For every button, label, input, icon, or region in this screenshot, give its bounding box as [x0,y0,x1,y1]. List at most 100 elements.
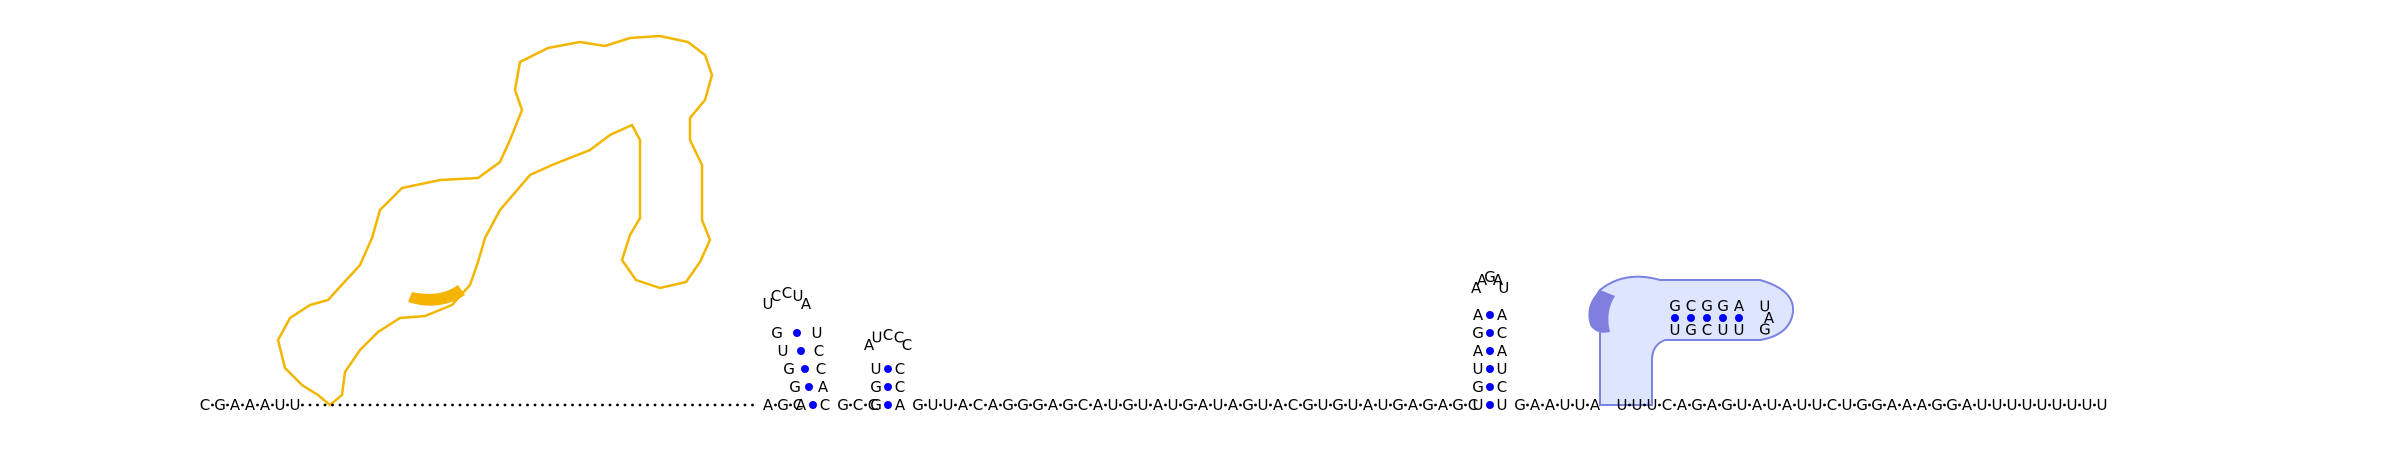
gap-dot [413,403,417,407]
helix-d-stem5: G [1717,297,1729,315]
gap-dot [421,403,424,407]
backbone-link [1526,403,1529,407]
backbone-link [226,403,229,407]
main-nucleotide: G [1182,396,1194,414]
backbone-link [1059,403,1062,407]
gap-dot [533,403,537,407]
hairpin-b-loop: A [864,336,875,354]
hairpin-a-stem5: U [778,342,789,360]
tail-nucleotide: U [2067,396,2078,414]
hairpin-c-loop: G [1484,268,1496,286]
base-pair-dot [1703,314,1711,322]
hairpin-b-stem3: A [895,396,906,414]
backbone-link [1209,403,1212,407]
backbone-link [1419,403,1422,407]
gap-dot [368,403,372,407]
gap-dot [668,403,672,407]
backbone-link [1284,403,1287,407]
hairpin-a-loop: U [793,287,804,305]
backbone-link [954,403,957,407]
base-pair-dot [884,401,892,409]
main-nucleotide: A [1363,396,1374,414]
hairpin-c-stem3: U [1497,360,1508,378]
tail-nucleotide: U [1797,396,1808,414]
tail-nucleotide: U [1737,396,1748,414]
tail-nucleotide: U [1767,396,1778,414]
tail-nucleotide: G [1871,396,1883,414]
backbone-link [211,403,214,407]
main-nucleotide: G [1452,396,1464,414]
gap-dot [346,403,349,407]
backbone-link [1571,403,1574,407]
backbone-layer [211,403,2096,407]
gap-dot [331,403,334,407]
backbone-link [1239,403,1242,407]
backbone-link [241,403,244,407]
main-nucleotide: G [1332,396,1344,414]
hairpin-a-stem3: C [820,396,830,414]
backbone-link [1119,403,1122,407]
tail-nucleotide: A [1962,396,1973,414]
backbone-link [1928,403,1931,407]
gap-dot [361,403,364,407]
gap-dot [376,403,379,407]
tail-nucleotide: U [2007,396,2018,414]
hairpin-b-loop: U [872,329,883,347]
backbone-link [864,403,867,407]
base-pair-dot [1486,365,1494,373]
prefix-nucleotide: A [245,396,256,414]
main-nucleotide: A [1273,396,1284,414]
prefix-nucleotide: G [214,396,226,414]
linker-nucleotide: G [777,396,789,414]
base-pair-dot [1486,401,1494,409]
backbone-link [1254,403,1257,407]
backbone-link [1329,403,1332,407]
gap-dot [496,403,499,407]
main-nucleotide: U [1168,396,1179,414]
base-pair-dot [1486,311,1494,319]
hairpin-a-loop: C [771,287,781,305]
tail-nucleotide: U [2037,396,2048,414]
gap-dot [406,403,409,407]
backbone-link [1913,403,1916,407]
gap-dot [473,403,477,407]
backbone-link [969,403,972,407]
backbone-link [1449,403,1452,407]
hairpin-a-stem5: G [771,324,783,342]
helix-d-loop: A [1764,309,1775,327]
backbone-link [1718,403,1721,407]
tail-nucleotide: G [1856,396,1868,414]
backbone-link [924,403,927,407]
backbone-link [1104,403,1107,407]
backbone-link [1748,403,1751,407]
gap-dot [308,403,312,407]
helix-d-stem3: G [1685,321,1697,339]
gap-dot [698,403,702,407]
tail-nucleotide: U [2052,396,2063,414]
tail-nucleotide: G [1721,396,1733,414]
tail-nucleotide: C [1827,396,1837,414]
backbone-link [1673,403,1676,407]
blue-domain-highlight [1591,275,1795,406]
hairpin-b-stem5: G [870,378,882,396]
backbone-link [1044,403,1047,407]
gap-dot [458,403,462,407]
hairpin-a-stem3: C [816,360,826,378]
gap-dot [653,403,657,407]
main-nucleotide: U [1258,396,1269,414]
hairpin-a-stem5: A [796,396,807,414]
helix-d-loop: U [1759,298,1770,316]
hairpin-c-stem5: U [1473,360,1484,378]
hairpin-a-loop: U [762,295,773,313]
main-nucleotide: A [988,396,999,414]
base-pair-dot [1719,314,1727,322]
gap-dot [353,403,357,407]
tail-nucleotide: U [1992,396,2003,414]
hairpin-b-stem5: G [870,396,882,414]
main-nucleotide: G [912,396,924,414]
linker-nucleotide: C [793,396,803,414]
tail-nucleotide: A [1887,396,1898,414]
helix-d-stem3: C [1702,321,1712,339]
